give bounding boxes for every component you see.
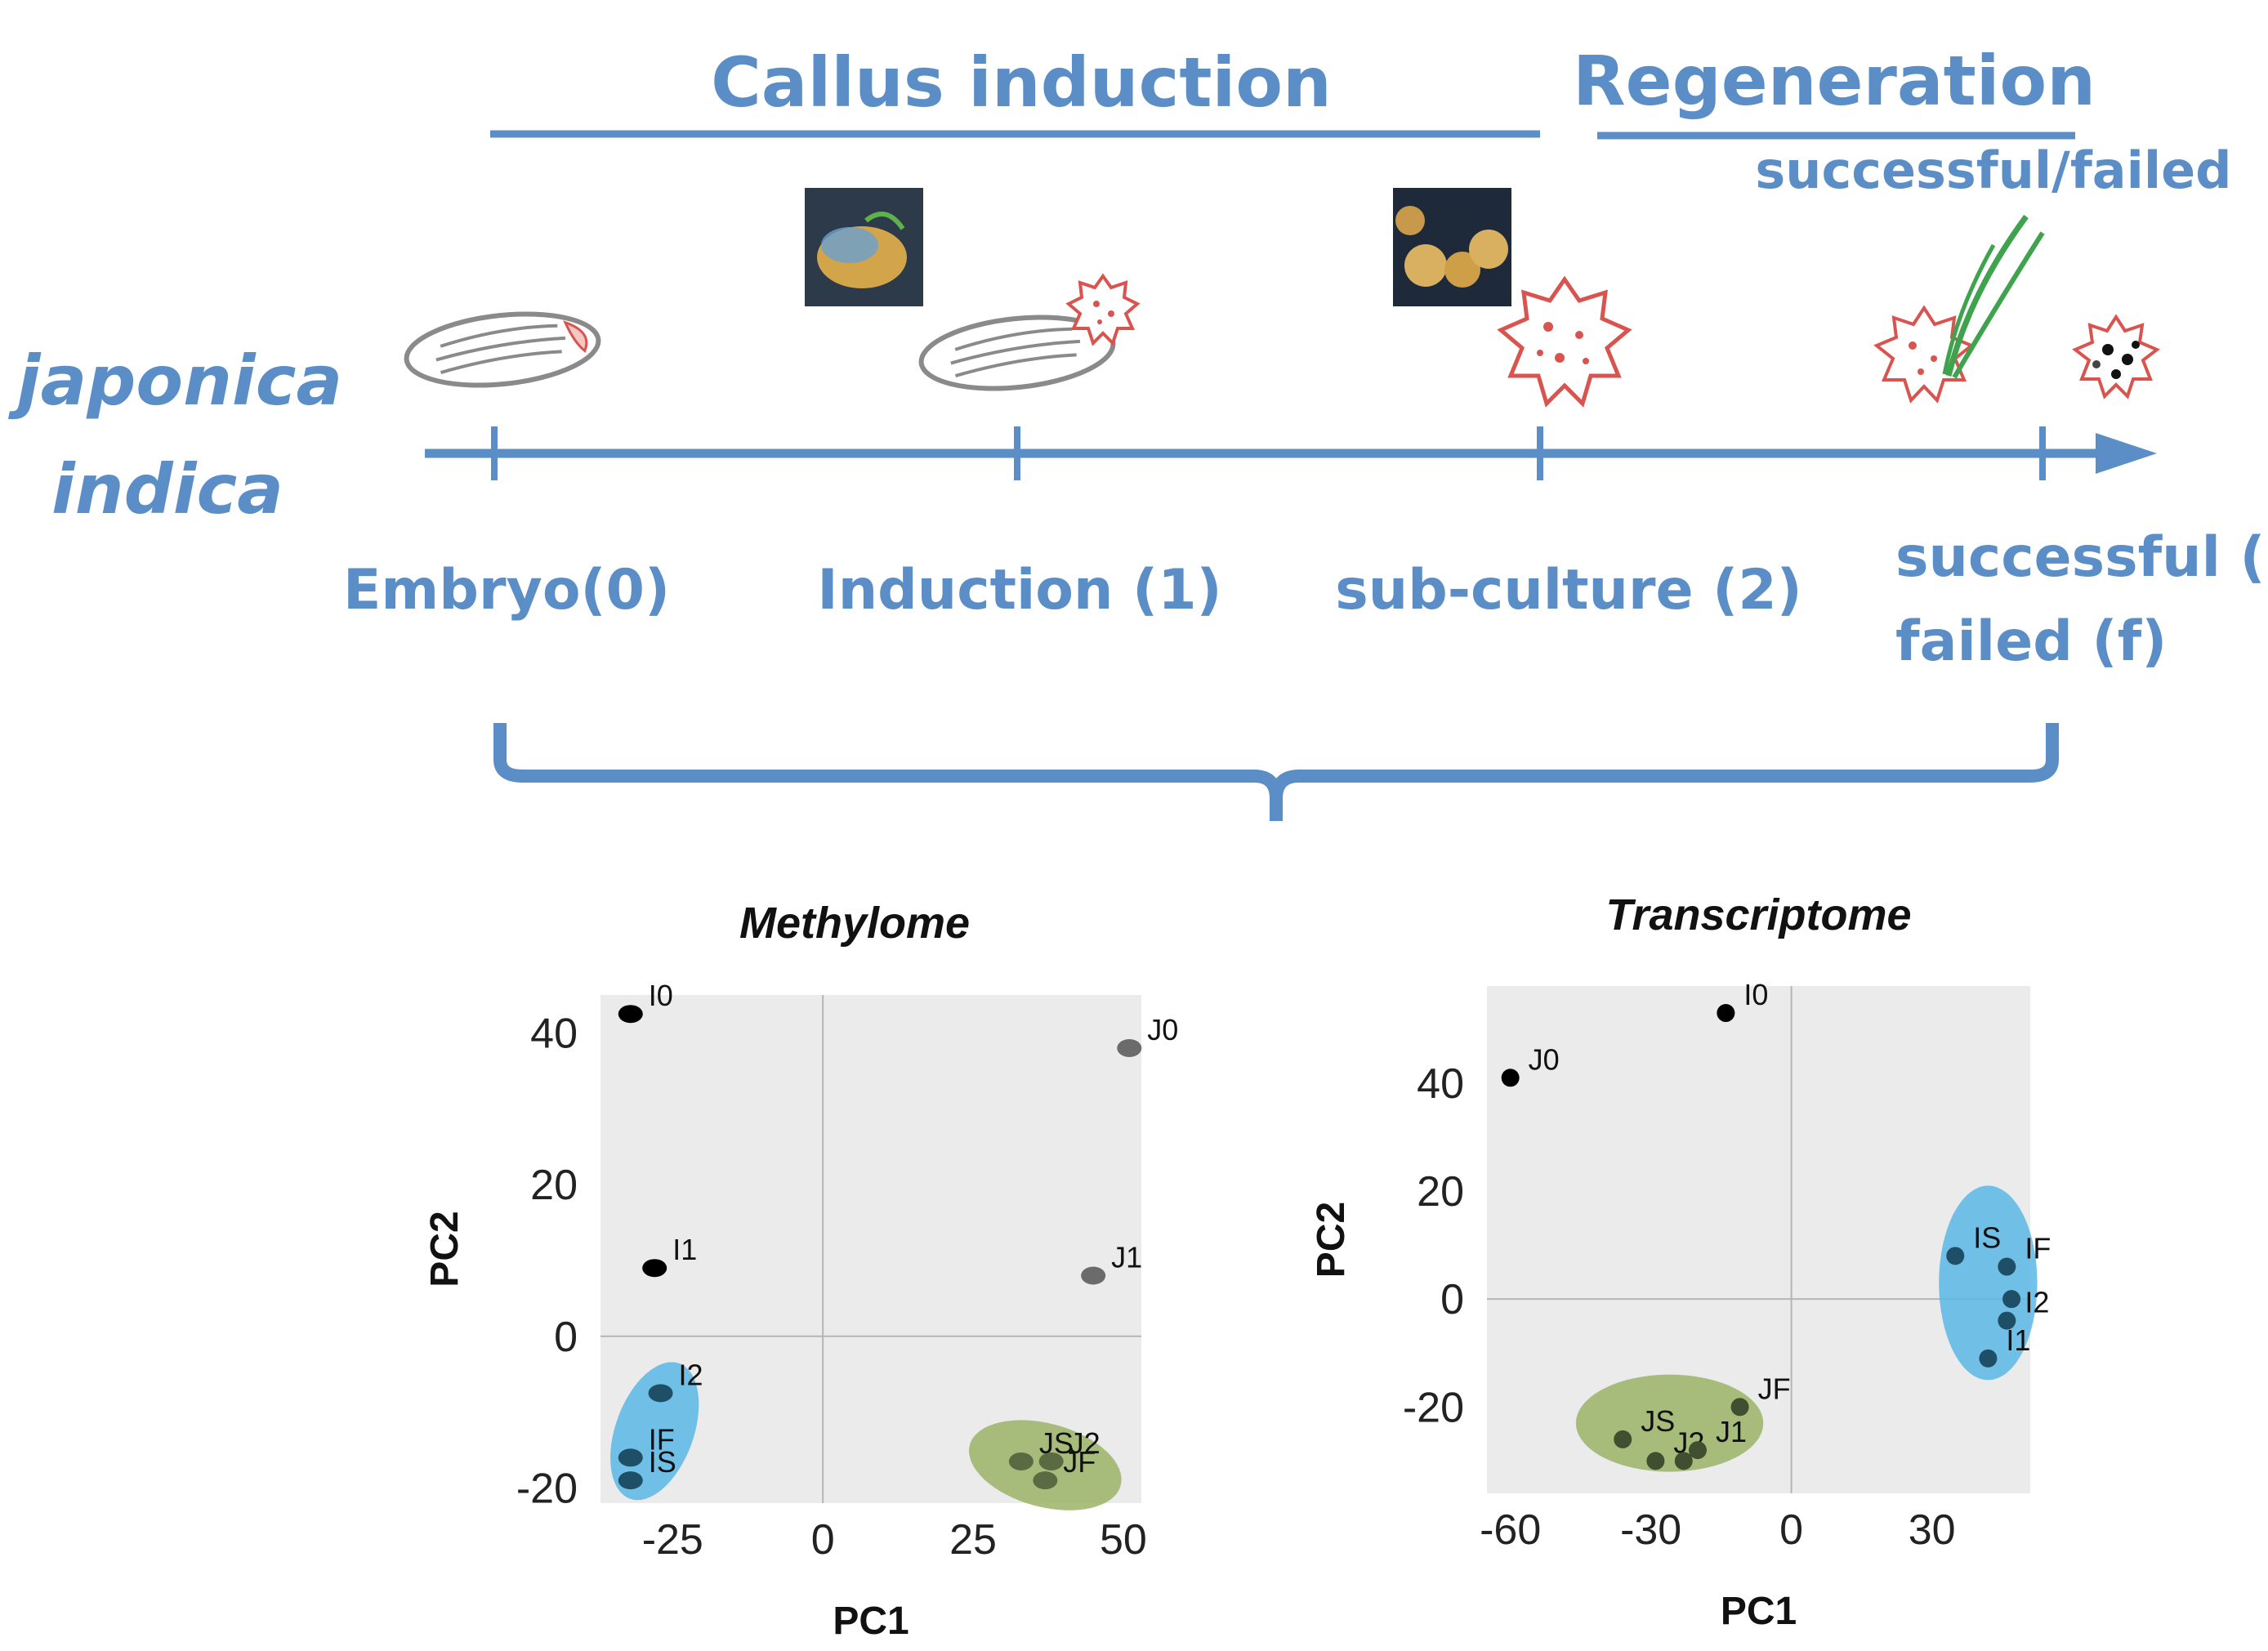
stage-embryo: Embryo(0)	[343, 558, 670, 622]
point-label: I2	[679, 1358, 703, 1391]
point-label: J0	[1147, 1013, 1178, 1046]
x-tick-label: 50	[1100, 1516, 1147, 1564]
shoot-icon	[1942, 214, 2045, 379]
japonica-label: japonica	[8, 341, 342, 421]
y-tick-label: 40	[530, 1010, 578, 1057]
data-point	[1038, 1452, 1064, 1470]
point-label: J2	[1069, 1426, 1101, 1460]
chart-title: Methylome	[739, 899, 970, 948]
y-tick-label: -20	[516, 1465, 578, 1512]
successful-failed-label: successful/failed	[1755, 141, 2231, 200]
y-tick-label: 0	[554, 1314, 578, 1361]
point-label: I2	[2025, 1286, 2049, 1319]
data-point	[648, 1384, 673, 1403]
stage-induction: Induction (1)	[817, 558, 1221, 622]
y-tick-label: 0	[1440, 1276, 1464, 1323]
point-label: IS	[649, 1445, 676, 1479]
regeneration-label: Regeneration	[1573, 41, 2096, 121]
stage-successful: successful (s)	[1895, 525, 2268, 590]
point-label: IF	[2025, 1232, 2051, 1265]
data-point	[1614, 1430, 1632, 1448]
data-point	[618, 1005, 643, 1024]
data-point	[1979, 1349, 1998, 1368]
callus-icon	[1065, 273, 1141, 346]
y-tick-label: 20	[530, 1162, 578, 1209]
data-point	[642, 1259, 667, 1278]
bracket	[493, 723, 2059, 821]
point-label: IS	[1973, 1220, 2001, 1254]
y-tick-label: -20	[1403, 1384, 1464, 1431]
photo-thumbnail	[805, 188, 923, 306]
x-tick-label: -60	[1480, 1506, 1541, 1554]
callus-icon	[2072, 314, 2160, 399]
y-tick-label: 20	[1417, 1168, 1464, 1216]
timeline	[425, 426, 2157, 480]
data-point	[1033, 1471, 1058, 1490]
point-label: JF	[1758, 1372, 1791, 1405]
point-label: I1	[2006, 1323, 2030, 1357]
point-label: I1	[672, 1233, 697, 1266]
point-label: IF	[649, 1422, 675, 1456]
data-point	[1730, 1398, 1749, 1417]
x-tick-label: 0	[1779, 1506, 1803, 1554]
callus-icon	[1873, 305, 1975, 404]
x-tick-label: 30	[1909, 1506, 1956, 1554]
y-axis-title: PC2	[1310, 1202, 1353, 1278]
point-label: I0	[1743, 978, 1768, 1011]
point-label: I0	[649, 979, 673, 1012]
point-label: JS	[1641, 1404, 1675, 1438]
callus-icon	[1497, 275, 1632, 408]
x-tick-label: 0	[811, 1516, 835, 1564]
y-tick-label: 40	[1417, 1060, 1464, 1108]
data-point	[1646, 1452, 1665, 1470]
data-point	[1998, 1257, 2016, 1276]
callus-induction-label: Callus induction	[711, 42, 1332, 123]
seed-icon	[404, 311, 601, 388]
indica-label: indica	[51, 449, 284, 529]
data-point	[618, 1448, 643, 1467]
seed-icon	[918, 315, 1116, 391]
x-tick-label: -25	[642, 1516, 703, 1564]
photo-thumbnail	[1393, 188, 1511, 306]
x-axis-title: PC1	[833, 1600, 909, 1643]
stage-subculture: sub-culture (2)	[1335, 558, 1802, 622]
point-label: J0	[1529, 1042, 1560, 1076]
point-label: J1	[1111, 1240, 1142, 1274]
x-tick-label: -30	[1620, 1506, 1681, 1554]
data-point	[1998, 1311, 2016, 1330]
y-axis-title: PC2	[423, 1211, 467, 1287]
data-point	[1117, 1038, 1142, 1057]
x-axis-title: PC1	[1721, 1590, 1797, 1633]
point-label: JF	[1063, 1445, 1096, 1479]
data-point	[1717, 1004, 1735, 1023]
x-tick-label: 25	[949, 1516, 997, 1564]
cluster-indica	[1939, 1185, 2038, 1381]
data-point	[1688, 1441, 1707, 1460]
data-point	[1081, 1266, 1106, 1285]
stage-failed: failed (f)	[1895, 609, 2167, 674]
data-point	[618, 1471, 643, 1490]
data-point	[1008, 1452, 1034, 1470]
data-point	[2002, 1290, 2021, 1309]
chart-title: Transcriptome	[1605, 890, 1911, 939]
point-label: J1	[1716, 1415, 1747, 1448]
data-point	[1946, 1247, 1965, 1265]
data-point	[1674, 1452, 1693, 1470]
data-point	[1501, 1069, 1520, 1087]
